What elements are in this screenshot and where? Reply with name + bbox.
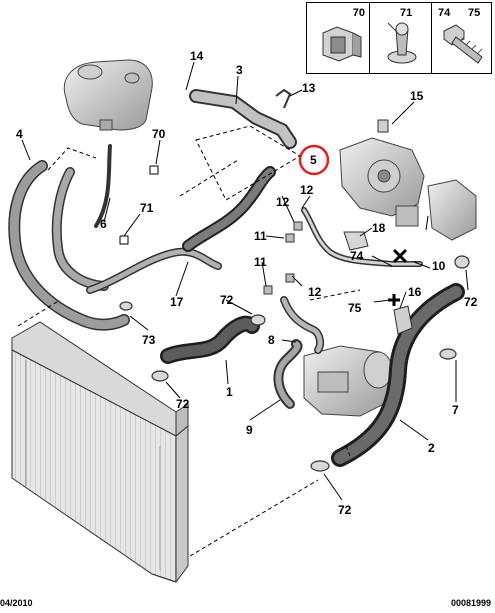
bracket-16 <box>393 305 413 335</box>
callout-5: 5 <box>310 153 317 167</box>
callout-71: 71 <box>140 201 154 215</box>
legend-label-71: 71 <box>400 7 413 19</box>
legend-cell-71: 71 <box>369 3 431 73</box>
callout-72-bottom: 72 <box>338 503 352 517</box>
highlight-circle <box>298 144 330 176</box>
callout-16: 16 <box>408 285 422 299</box>
callout-12-top: 12 <box>300 183 314 197</box>
leader-lines <box>21 61 469 501</box>
bracket-18 <box>343 231 369 251</box>
callout-72-right: 72 <box>464 295 478 309</box>
callout-74: 74 <box>350 249 364 263</box>
callout-11-top: 11 <box>254 229 267 243</box>
marker-75 <box>388 294 400 306</box>
radiator <box>11 321 189 583</box>
expansion-tank <box>64 59 153 131</box>
screw-icon <box>443 24 483 64</box>
callout-13: 13 <box>302 81 316 95</box>
callout-72-mid: 72 <box>220 293 234 307</box>
bracket-13 <box>275 88 292 109</box>
footer-reference: 00081999 <box>450 598 491 608</box>
callout-4: 4 <box>16 127 23 141</box>
callout-12-bottom: 12 <box>308 285 322 299</box>
legend-label-75: 75 <box>468 7 481 19</box>
marker-74 <box>392 248 408 264</box>
callout-1: 1 <box>226 385 233 399</box>
legend-cell-74-75: 74 75 <box>431 3 493 73</box>
callout-2: 2 <box>428 441 435 455</box>
callout-18: 18 <box>372 221 386 235</box>
push-clip-icon <box>387 22 417 64</box>
callout-72-left: 72 <box>176 397 190 411</box>
clip-15 <box>377 119 389 133</box>
legend-label-70: 70 <box>352 7 365 19</box>
callout-75: 75 <box>348 301 362 315</box>
callout-12-left: 12 <box>276 195 290 209</box>
clips-72 <box>119 255 470 472</box>
callout-14: 14 <box>190 49 204 63</box>
callout-17: 17 <box>170 295 184 309</box>
hoses <box>8 89 465 467</box>
callout-8: 8 <box>268 333 275 347</box>
callout-11-bottom: 11 <box>254 255 267 269</box>
fastener-legend: 70 71 74 75 <box>306 2 492 74</box>
callout-15: 15 <box>410 89 424 103</box>
footer-date: 04/2010 <box>0 598 33 608</box>
callout-6: 6 <box>100 217 107 231</box>
legend-cell-70: 70 <box>307 3 369 73</box>
hose-clip-icon <box>322 26 362 62</box>
callout-7: 7 <box>452 403 459 417</box>
callout-9: 9 <box>246 423 253 437</box>
callout-73: 73 <box>142 333 156 347</box>
callout-70: 70 <box>152 127 166 141</box>
fasteners <box>263 221 303 295</box>
turbocharger <box>339 137 477 241</box>
callout-3: 3 <box>236 63 243 77</box>
egr-cooler <box>303 345 393 417</box>
callout-10: 10 <box>432 259 446 273</box>
legend-label-74: 74 <box>438 7 451 19</box>
